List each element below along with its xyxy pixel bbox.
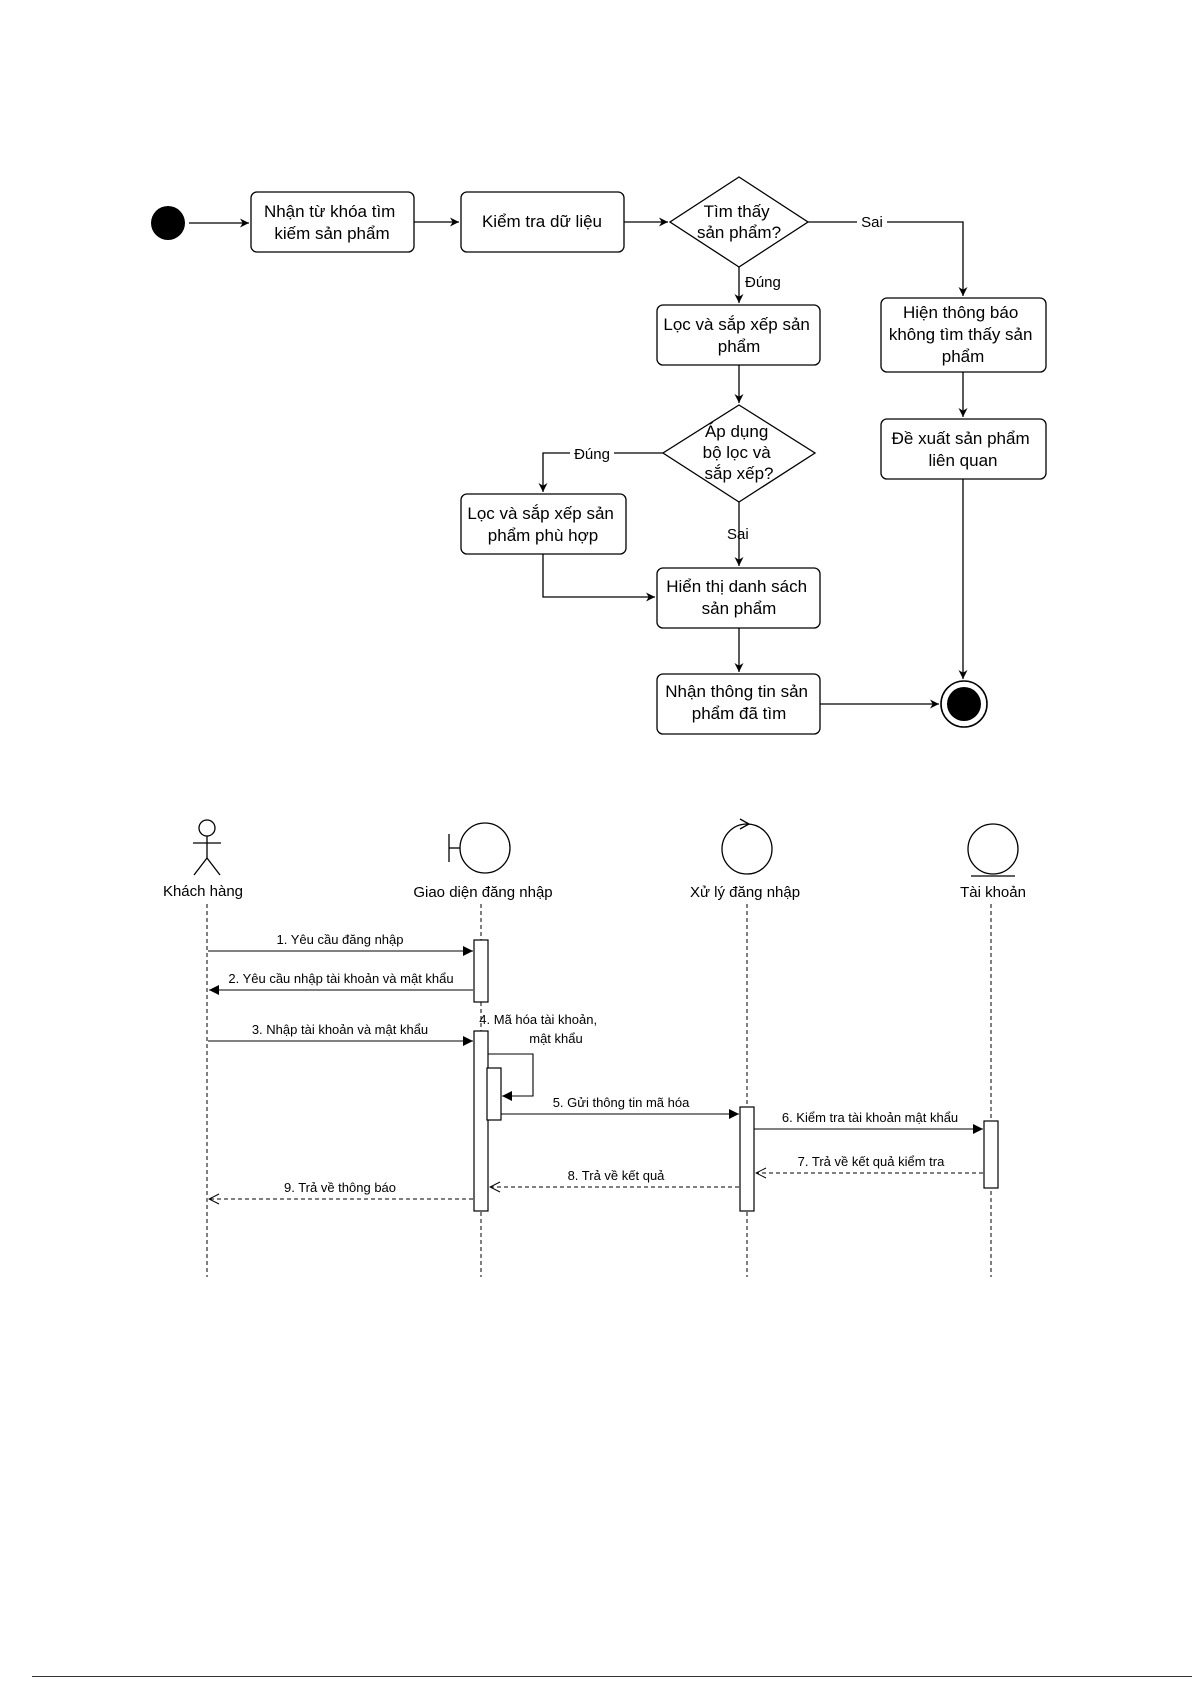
control-login-process bbox=[721, 818, 773, 875]
node-receive-info: Nhận thông tin sản phẩm đã tìm bbox=[656, 673, 821, 735]
participant-customer-label: Khách hàng bbox=[163, 883, 243, 900]
svg-text:Tìm thấy sản phẩm?: Tìm thấy sản phẩm? bbox=[697, 202, 781, 242]
label-apply-true: Đúng bbox=[574, 446, 610, 463]
node-matching-line2: phẩm phù hợp bbox=[488, 526, 598, 545]
node-suggest-line2: liên quan bbox=[928, 451, 997, 470]
participant-account-label: Tài khoản bbox=[960, 884, 1026, 901]
node-not-found-line3: phẩm bbox=[942, 347, 985, 366]
node-matching-line1: Lọc và sắp xếp sản bbox=[467, 504, 613, 523]
svg-text:Đề xuất sản phẩm liên: Đề xuất sản phẩm liên quan bbox=[892, 429, 1035, 470]
participant-login-ui-label: Giao diện đăng nhập bbox=[413, 884, 552, 901]
decision-found: Tìm thấy sản phẩm? bbox=[668, 176, 810, 268]
node-show-list-line1: Hiển thị danh sách bbox=[666, 577, 807, 596]
label-apply-false: Sai bbox=[727, 526, 749, 543]
decision-apply-line3: sắp xếp? bbox=[705, 464, 774, 483]
msg-2-label: 2. Yêu cầu nhập tài khoản và mật khẩu bbox=[228, 971, 453, 986]
decision-found-line2: sản phẩm? bbox=[697, 223, 781, 242]
decision-apply-line1: Áp dụng bbox=[705, 422, 768, 441]
node-receive-keyword-line2: kiếm sản phẩm bbox=[274, 224, 389, 243]
entity-account bbox=[967, 823, 1019, 877]
msg-1-label: 1. Yêu cầu đăng nhập bbox=[277, 932, 404, 947]
svg-text:Hiện thông báo không t: Hiện thông báo không tìm thấy sản phẩm bbox=[889, 303, 1037, 366]
svg-text:Kiểm tra dữ liệu: Kiểm tra dữ liệu bbox=[482, 212, 602, 231]
initial-node bbox=[151, 206, 185, 240]
decision-found-line1: Tìm thấy bbox=[704, 202, 771, 221]
node-not-found-line1: Hiện thông báo bbox=[903, 303, 1018, 322]
node-receive-keyword: Nhận từ khóa tìm kiếm sản phẩm bbox=[250, 191, 415, 253]
msg-5-label: 5. Gửi thông tin mã hóa bbox=[553, 1095, 690, 1110]
msg-4-arrow bbox=[488, 1053, 534, 1101]
node-suggest-line1: Đề xuất sản phẩm bbox=[892, 429, 1030, 448]
node-not-found-message: Hiện thông báo không tìm thấy sản phẩm bbox=[880, 297, 1047, 373]
msg-4-label-line2: mật khẩu bbox=[529, 1031, 582, 1046]
edge-found-false bbox=[808, 221, 968, 296]
node-show-list-line2: sản phẩm bbox=[702, 599, 777, 618]
msg-3-label: 3. Nhập tài khoản và mật khẩu bbox=[252, 1022, 428, 1037]
node-receive-info-line2: phẩm đã tìm bbox=[692, 704, 787, 723]
node-check-data-line1: Kiểm tra dữ liệu bbox=[482, 212, 602, 231]
node-check-data: Kiểm tra dữ liệu bbox=[460, 191, 625, 253]
activation-login-ui-2 bbox=[473, 1030, 489, 1212]
edge-matching-to-list bbox=[542, 554, 655, 602]
node-not-found-line2: không tìm thấy sản bbox=[889, 325, 1033, 344]
sequence-diagram: Khách hàng Giao diện đăng nhập Xử lý đăn… bbox=[163, 818, 1026, 1277]
svg-text:Nhận thông tin sản phẩ: Nhận thông tin sản phẩm đã tìm bbox=[665, 682, 812, 723]
msg-4-label: 4. Mã hóa tài khoản, mật khẩu bbox=[479, 1012, 600, 1046]
svg-text:Áp dụng bộ lọc và: Áp dụng bộ lọc và sắp xếp? bbox=[703, 422, 776, 483]
svg-text:Hiển thị danh sách sản: Hiển thị danh sách sản phẩm bbox=[666, 577, 812, 618]
msg-4-label-line1: 4. Mã hóa tài khoản, bbox=[479, 1012, 597, 1027]
node-filter-sort-line1: Lọc và sắp xếp sản bbox=[663, 315, 809, 334]
node-filter-sort-line2: phẩm bbox=[718, 337, 761, 356]
svg-text:Lọc và sắp xếp sản phẩ: Lọc và sắp xếp sản phẩm bbox=[663, 315, 814, 356]
node-filter-sort-matching: Lọc và sắp xếp sản phẩm phù hợp bbox=[460, 493, 627, 555]
decision-apply-filter: Áp dụng bộ lọc và sắp xếp? bbox=[661, 404, 817, 503]
activity-diagram: Nhận từ khóa tìm kiếm sản phẩm Kiểm tra … bbox=[151, 176, 1047, 735]
participant-login-process-label: Xử lý đăng nhập bbox=[690, 884, 800, 901]
decision-apply-line2: bộ lọc và bbox=[703, 443, 772, 462]
svg-text:Lọc và sắp xếp sản phẩ: Lọc và sắp xếp sản phẩm phù hợp bbox=[467, 504, 618, 545]
activation-login-ui-nested bbox=[486, 1067, 502, 1121]
boundary-login-ui bbox=[448, 822, 511, 874]
edge-apply-true bbox=[538, 452, 663, 492]
node-receive-keyword-line1: Nhận từ khóa tìm bbox=[264, 202, 395, 221]
label-found-false: Sai bbox=[861, 214, 883, 231]
label-found-true: Đúng bbox=[745, 274, 781, 291]
msg-7-label: 7. Trả về kết quả kiểm tra bbox=[798, 1154, 945, 1169]
activation-login-process bbox=[739, 1106, 755, 1212]
node-suggest-related: Đề xuất sản phẩm liên quan bbox=[880, 418, 1047, 480]
svg-text:Nhận từ khóa tìm kiếm: Nhận từ khóa tìm kiếm sản phẩm bbox=[264, 202, 400, 243]
node-receive-info-line1: Nhận thông tin sản bbox=[665, 682, 808, 701]
node-filter-sort: Lọc và sắp xếp sản phẩm bbox=[656, 304, 821, 366]
activations bbox=[473, 939, 999, 1212]
activity-edges bbox=[189, 217, 968, 709]
msg-8-label: 8. Trả về kết quả bbox=[568, 1168, 666, 1183]
page-footer-rule bbox=[32, 1676, 1192, 1677]
activation-account bbox=[983, 1120, 999, 1189]
node-show-list: Hiển thị danh sách sản phẩm bbox=[656, 567, 821, 629]
activation-login-ui-1 bbox=[473, 939, 489, 1003]
actor-customer bbox=[193, 819, 221, 876]
msg-9-label: 9. Trả về thông báo bbox=[284, 1180, 396, 1195]
messages bbox=[208, 946, 983, 1199]
lifelines bbox=[206, 904, 992, 1277]
msg-6-label: 6. Kiểm tra tài khoản mật khẩu bbox=[782, 1110, 958, 1125]
final-node bbox=[940, 680, 988, 728]
